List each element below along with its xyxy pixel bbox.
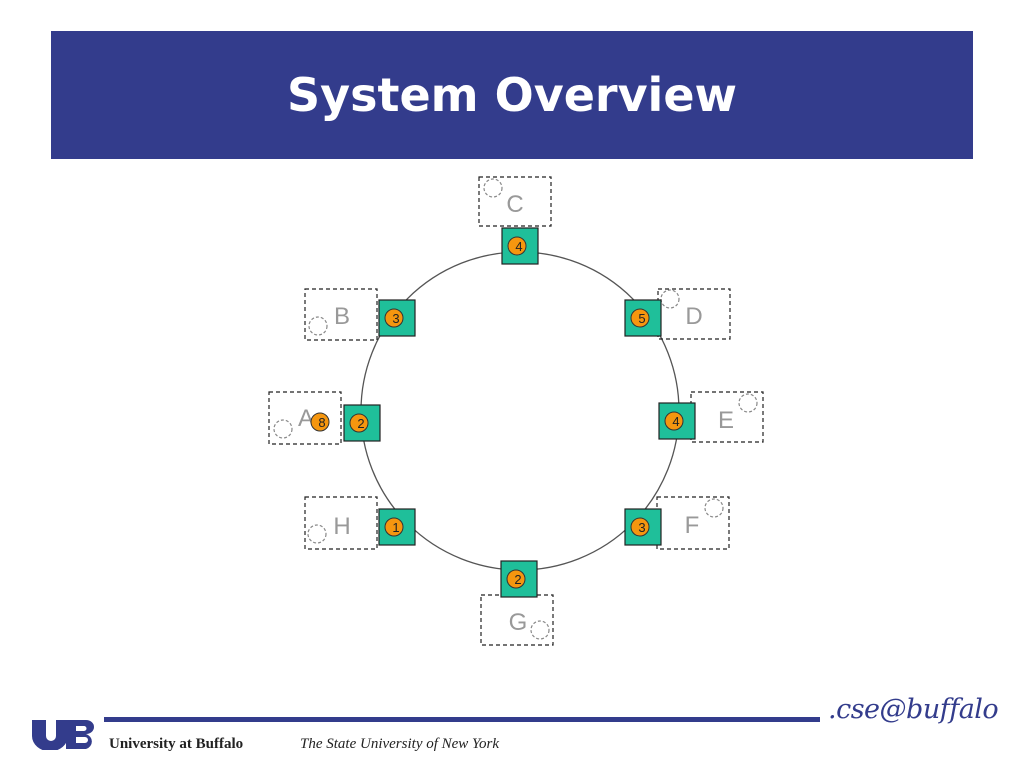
slide-title: System Overview [286, 68, 738, 122]
ring-node-f: F3 [624, 496, 730, 550]
node-key: 3 [630, 517, 650, 537]
footer-rule [104, 717, 820, 722]
svg-text:4: 4 [672, 414, 679, 429]
svg-text:1: 1 [392, 520, 399, 535]
node-label-box [478, 176, 552, 227]
node-key: 1 [384, 517, 404, 537]
node-key: 4 [507, 236, 527, 256]
node-label-box [304, 496, 378, 550]
ring-node-a: A 2 8 [268, 391, 381, 445]
ghost-circle [738, 393, 758, 413]
ghost-circle [704, 498, 724, 518]
node-key: 2 [349, 413, 369, 433]
ring-node-d: D5 [624, 288, 731, 340]
ring-node-e: E4 [658, 391, 764, 443]
footer-state-university: The State University of New York [300, 736, 500, 752]
svg-text:3: 3 [392, 311, 399, 326]
node-label: A [298, 405, 314, 432]
footer-university: University at Buffalo [109, 736, 244, 752]
node-label: B [334, 303, 350, 330]
svg-text:5: 5 [638, 311, 645, 326]
svg-text:2: 2 [357, 416, 364, 431]
node-label: F [685, 512, 700, 539]
node-key: 4 [664, 411, 684, 431]
node-label: G [509, 609, 528, 636]
ub-logo [32, 720, 94, 750]
ghost-circle [307, 524, 327, 544]
ghost-circle [530, 620, 550, 640]
ring-node-g: G2 [480, 560, 554, 646]
svg-text:4: 4 [515, 239, 522, 254]
svg-text:2: 2 [514, 572, 521, 587]
node-key: 3 [384, 308, 404, 328]
ghost-circle [308, 316, 328, 336]
node-label-box [268, 391, 342, 445]
node-label: H [333, 513, 350, 540]
node-label-box [656, 496, 730, 550]
node-label: C [506, 191, 523, 218]
ghost-circle [273, 419, 293, 439]
ghost-circle [483, 178, 503, 198]
node-label-box [304, 288, 378, 341]
node-label: E [718, 407, 734, 434]
node-label: D [685, 303, 702, 330]
cse-logo: .cse@buffalo [828, 694, 999, 725]
ring-node-c: C4 [478, 176, 552, 265]
svg-text:3: 3 [638, 520, 645, 535]
node-key: 5 [630, 308, 650, 328]
title-bar: System Overview [51, 31, 973, 159]
node-key: 2 [506, 569, 526, 589]
ghost-circle [660, 289, 680, 309]
svg-text:8: 8 [318, 415, 325, 430]
node-extra-key: 8 [310, 412, 330, 432]
